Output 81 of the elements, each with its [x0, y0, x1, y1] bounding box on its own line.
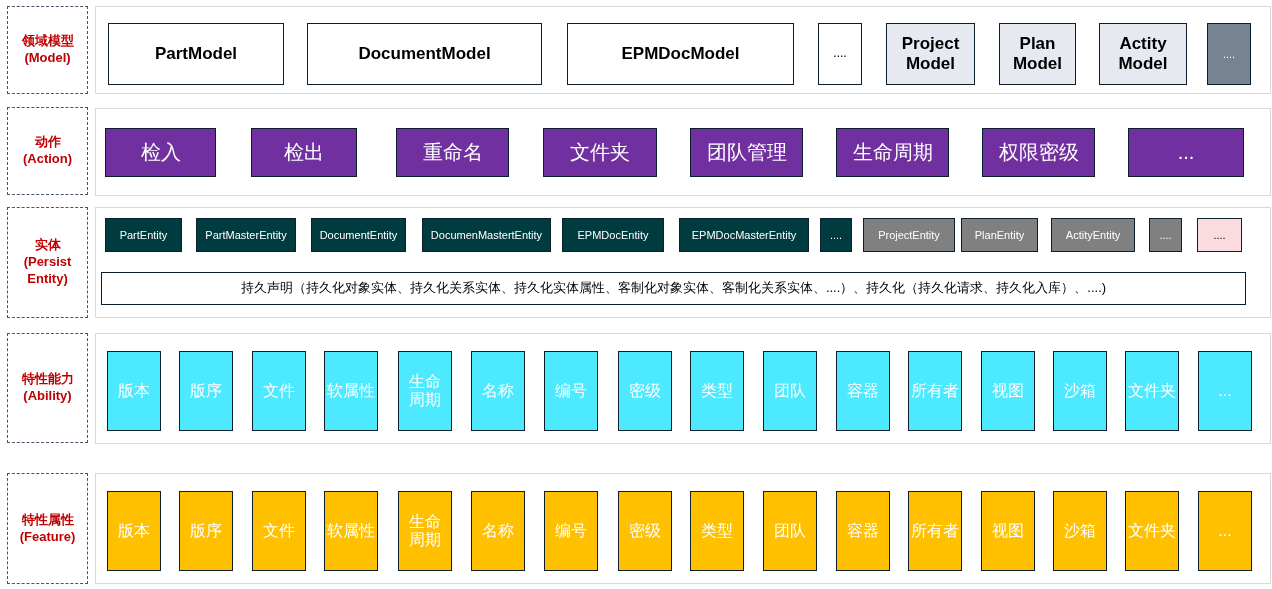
ability-box: 沙箱: [1053, 351, 1107, 431]
entity-box: DocumentEntity: [311, 218, 406, 252]
model-box: ....: [818, 23, 862, 85]
row-label: 实体: [34, 237, 61, 255]
feature-box: 所有者: [908, 491, 962, 571]
ability-box: 文件夹: [1125, 351, 1179, 431]
entity-box: ....: [820, 218, 852, 252]
entity-box: PlanEntity: [961, 218, 1038, 252]
feature-box: 团队: [763, 491, 817, 571]
ability-box: 视图: [981, 351, 1035, 431]
row-label-box: [7, 333, 88, 443]
ability-box: 软属性: [324, 351, 378, 431]
feature-box: 名称: [471, 491, 525, 571]
feature-box: 编号: [544, 491, 598, 571]
feature-box: 版本: [107, 491, 161, 571]
feature-box: 版序: [179, 491, 233, 571]
ability-box: 编号: [544, 351, 598, 431]
layer-panel: [95, 108, 1271, 196]
action-box: 重命名: [396, 128, 509, 177]
action-box: 生命周期: [836, 128, 949, 177]
entity-box: ....: [1149, 218, 1182, 252]
model-box: Actity Model: [1099, 23, 1187, 85]
layer-panel: [95, 6, 1271, 94]
statement-box: 持久声明（持久化对象实体、持久化关系实体、持久化实体属性、客制化对象实体、客制化关系实体、....）、持久化（持久化请求、持久化入库）、....): [101, 272, 1246, 305]
feature-box: 文件夹: [1125, 491, 1179, 571]
entity-box: PartEntity: [105, 218, 182, 252]
feature-box: 软属性: [324, 491, 378, 571]
ability-box: 文件: [252, 351, 306, 431]
action-box: 检出: [251, 128, 357, 177]
row-label: 动作: [34, 134, 61, 151]
model-box: Project Model: [886, 23, 975, 85]
row-label: 特性能力: [21, 371, 74, 388]
model-box: PartModel: [108, 23, 284, 85]
ability-box: 团队: [763, 351, 817, 431]
feature-box: 文件: [252, 491, 306, 571]
layer-panel: [95, 207, 1271, 318]
entity-box: ActityEntity: [1051, 218, 1135, 252]
row-label: 领域模型: [21, 33, 74, 50]
action-box: ...: [1128, 128, 1244, 177]
row-label-box: [7, 6, 88, 94]
row-label: (Ability): [23, 388, 72, 405]
row-label: (Feature): [19, 528, 76, 546]
feature-box: 沙箱: [1053, 491, 1107, 571]
ability-box: ...: [1198, 351, 1252, 431]
layer-panel: [95, 473, 1271, 584]
row-label-box: [7, 473, 88, 584]
ability-box: 容器: [836, 351, 890, 431]
action-box: 文件夹: [543, 128, 657, 177]
ability-box: 密级: [618, 351, 672, 431]
action-box: 权限密级: [982, 128, 1095, 177]
feature-box: 类型: [690, 491, 744, 571]
entity-box: DocumenMastertEntity: [422, 218, 551, 252]
row-label: (Persist Entity): [22, 254, 73, 288]
layer-panel: [95, 333, 1271, 444]
entity-box: ....: [1197, 218, 1242, 252]
action-box: 团队管理: [690, 128, 803, 177]
model-box: Plan Model: [999, 23, 1076, 85]
row-label: (Model): [24, 50, 71, 67]
feature-box: 生命周期: [398, 491, 452, 571]
feature-box: ...: [1198, 491, 1252, 571]
entity-box: EPMDocMasterEntity: [679, 218, 809, 252]
entity-box: EPMDocEntity: [562, 218, 664, 252]
entity-box: PartMasterEntity: [196, 218, 296, 252]
model-box: DocumentModel: [307, 23, 542, 85]
ability-box: 类型: [690, 351, 744, 431]
row-label-box: [7, 207, 88, 318]
model-box: EPMDocModel: [567, 23, 794, 85]
entity-box: ProjectEntity: [863, 218, 955, 252]
ability-box: 版序: [179, 351, 233, 431]
ability-box: 所有者: [908, 351, 962, 431]
feature-box: 密级: [618, 491, 672, 571]
ability-box: 名称: [471, 351, 525, 431]
row-label: (Action): [22, 151, 73, 168]
feature-box: 容器: [836, 491, 890, 571]
ability-box: 版本: [107, 351, 161, 431]
feature-box: 视图: [981, 491, 1035, 571]
row-label-box: [7, 107, 88, 195]
ability-box: 生命周期: [398, 351, 452, 431]
action-box: 检入: [105, 128, 216, 177]
row-label: 特性属性: [21, 511, 74, 529]
model-box: ....: [1207, 23, 1251, 85]
